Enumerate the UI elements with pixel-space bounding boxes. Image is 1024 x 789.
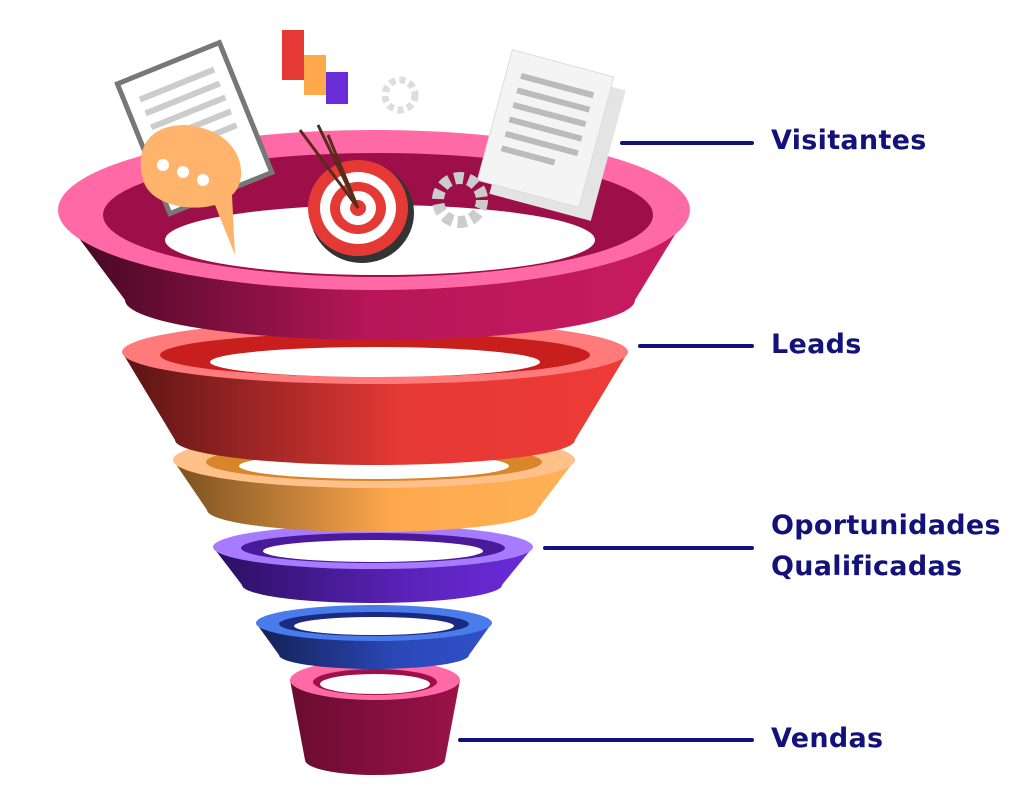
target-icon	[298, 124, 414, 263]
stage-label-visitantes: Visitantes	[771, 125, 927, 156]
stage-label-qualificadas: Qualificadas	[771, 551, 963, 582]
funnel-layer-vendas	[290, 660, 460, 775]
funnel-layer-blue	[256, 605, 492, 669]
funnel-layer-leads	[122, 320, 628, 465]
gear-icon	[432, 172, 488, 228]
gear-icon	[381, 76, 419, 114]
stage-label-vendas: Vendas	[771, 723, 884, 754]
document-stack-icon	[476, 49, 626, 221]
stage-label-leads: Leads	[771, 329, 862, 360]
stage-label-oportunidades: Oportunidades	[771, 510, 1001, 541]
bar-chart-icon	[282, 30, 348, 104]
funnel-layer-purple	[213, 525, 533, 603]
chat-bubble-icon	[140, 125, 242, 255]
